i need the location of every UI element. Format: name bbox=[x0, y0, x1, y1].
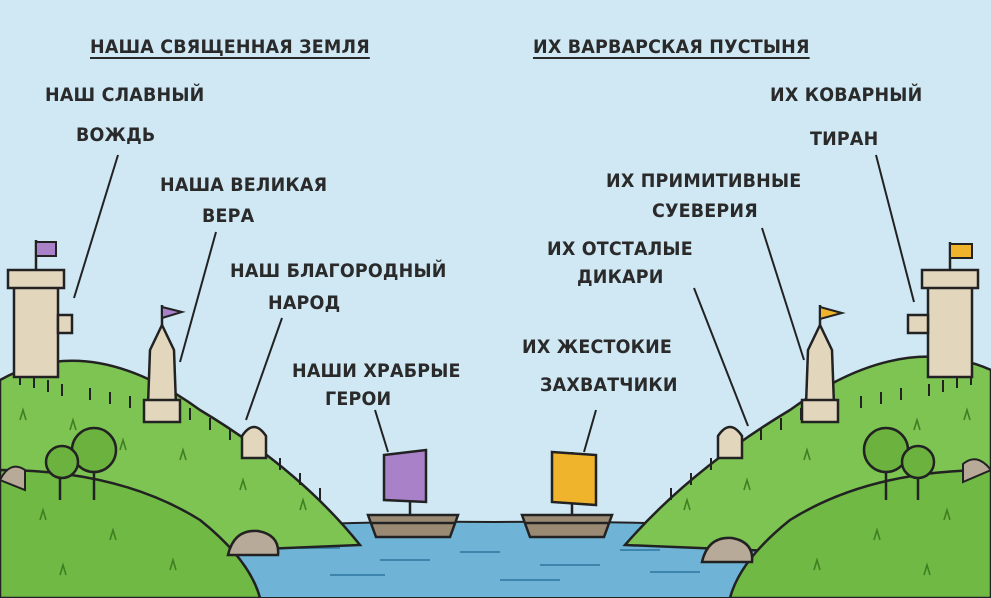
right-rock-2 bbox=[962, 458, 991, 484]
label-superstition-line2: СУЕВЕРИЯ bbox=[652, 200, 758, 222]
right-heading: ИХ ВАРВАРСКАЯ ПУСТЫНЯ bbox=[533, 36, 810, 58]
label-heroes-line2: ГЕРОИ bbox=[325, 388, 392, 410]
right-rock bbox=[700, 536, 754, 564]
left-spire-flag bbox=[161, 305, 186, 320]
left-rock-2 bbox=[0, 465, 26, 492]
right-spire bbox=[800, 305, 840, 424]
label-invaders-line2: ЗАХВАТЧИКИ bbox=[540, 374, 678, 396]
label-leader-line1: НАШ СЛАВНЫЙ bbox=[45, 84, 205, 106]
label-tyrant-line1: ИХ КОВАРНЫЙ bbox=[770, 84, 923, 106]
label-people-line2: НАРОД bbox=[268, 292, 341, 314]
right-trees bbox=[862, 426, 936, 500]
left-fence bbox=[19, 373, 321, 500]
right-tower bbox=[906, 242, 980, 379]
left-trees bbox=[44, 426, 118, 500]
left-heading: НАША СВЯЩЕННАЯ ЗЕМЛЯ bbox=[90, 36, 370, 58]
right-hut bbox=[716, 425, 744, 460]
left-tower bbox=[6, 240, 74, 379]
label-faith-line1: НАША ВЕЛИКАЯ bbox=[160, 174, 328, 196]
right-spire-flag bbox=[819, 305, 846, 321]
left-ship bbox=[366, 448, 460, 539]
label-people-line1: НАШ БЛАГОРОДНЫЙ bbox=[230, 260, 447, 282]
label-savages-line1: ИХ ОТСТАЛЫЕ bbox=[547, 238, 693, 260]
label-heroes-line1: НАШИ ХРАБРЫЕ bbox=[292, 360, 461, 382]
label-superstition-line1: ИХ ПРИМИТИВНЫЕ bbox=[606, 170, 802, 192]
right-tower-flag bbox=[949, 243, 973, 259]
label-leader-line2: ВОЖДЬ bbox=[76, 124, 156, 146]
left-rock bbox=[226, 529, 280, 557]
pointer-lines bbox=[73, 154, 915, 453]
label-faith-line2: ВЕРА bbox=[202, 205, 255, 227]
water-ripples bbox=[300, 547, 700, 581]
left-spire bbox=[142, 305, 182, 424]
left-tower-flag bbox=[35, 241, 57, 257]
label-tyrant-line2: ТИРАН bbox=[810, 128, 879, 150]
label-savages-line2: ДИКАРИ bbox=[577, 266, 664, 288]
right-ship bbox=[520, 450, 614, 539]
left-hut bbox=[240, 425, 268, 460]
label-invaders-line1: ИХ ЖЕСТОКИЕ bbox=[522, 336, 673, 358]
